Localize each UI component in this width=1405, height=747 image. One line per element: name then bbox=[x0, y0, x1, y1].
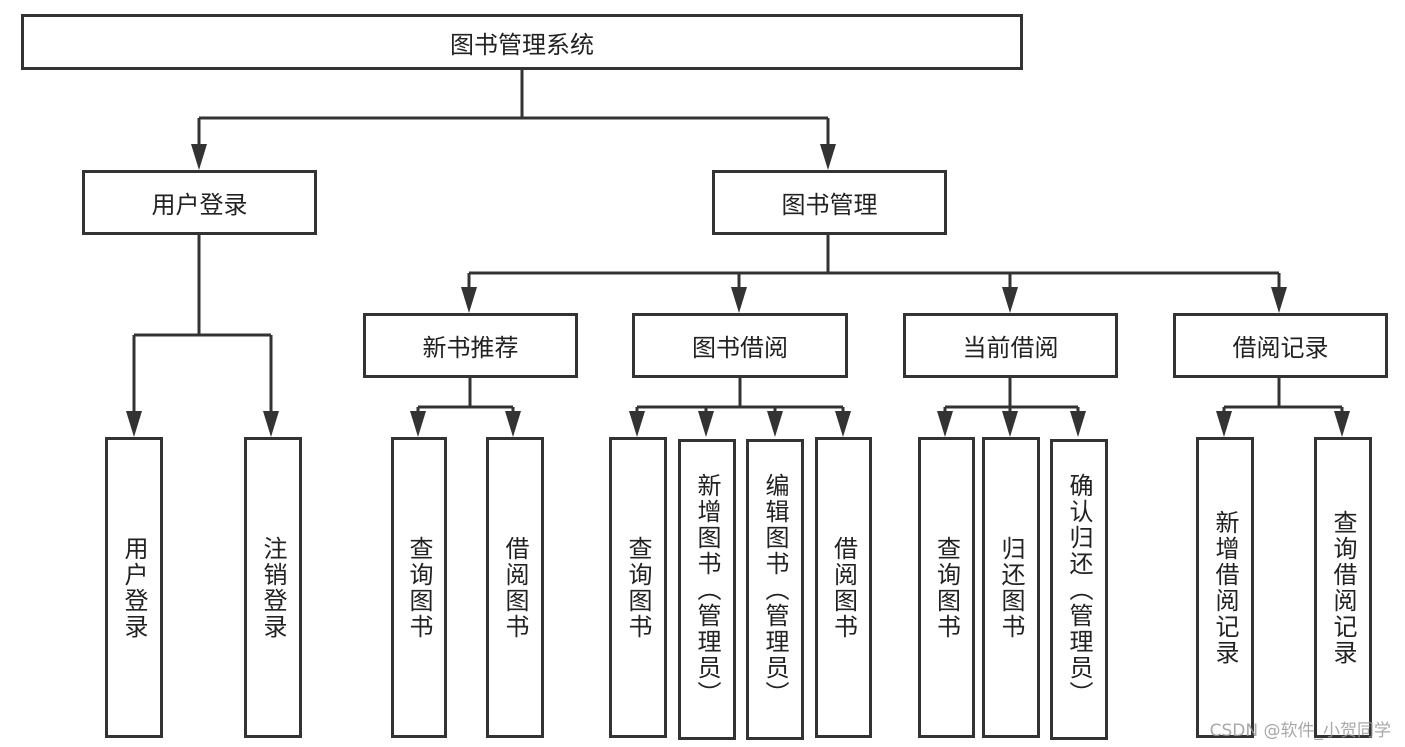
arrow-head-icon bbox=[698, 411, 714, 437]
arrow-head-icon bbox=[410, 411, 426, 437]
arrow-head-icon bbox=[1002, 287, 1018, 313]
node-book-management: 图书管理 bbox=[712, 170, 947, 235]
leaf-borrow-books: 借阅图书 bbox=[486, 437, 544, 738]
arrow-head-icon bbox=[1334, 411, 1350, 437]
leaf-borrow-books: 借阅图书 bbox=[815, 437, 872, 738]
leaf-label: 编辑图书（管理员） bbox=[761, 472, 789, 707]
leaf-label: 注销登录 bbox=[259, 535, 287, 640]
arrow-head-icon bbox=[629, 411, 645, 437]
arrow-head-icon bbox=[191, 144, 207, 170]
arrow-head-icon bbox=[937, 411, 953, 437]
leaf-label: 新增图书（管理员） bbox=[693, 472, 721, 707]
leaf-query-books: 查询图书 bbox=[918, 437, 975, 738]
arrow-head-icon bbox=[820, 144, 836, 170]
leaf-query-borrow-records: 查询借阅记录 bbox=[1314, 437, 1372, 738]
leaf-return-books: 归还图书 bbox=[982, 437, 1040, 738]
arrow-head-icon bbox=[126, 411, 142, 437]
node-borrow-records: 借阅记录 bbox=[1173, 313, 1388, 378]
leaf-label: 查询图书 bbox=[932, 535, 961, 640]
leaf-label: 用户登录 bbox=[120, 535, 148, 640]
leaf-label: 归还图书 bbox=[997, 535, 1025, 640]
leaf-label: 查询图书 bbox=[405, 535, 433, 640]
leaf-query-books: 查询图书 bbox=[609, 437, 667, 738]
arrow-head-icon bbox=[461, 287, 477, 313]
arrow-head-icon bbox=[1216, 411, 1232, 437]
arrow-head-icon bbox=[767, 411, 783, 437]
arrow-head-icon bbox=[1002, 411, 1018, 437]
leaf-logout: 注销登录 bbox=[244, 437, 302, 738]
leaf-confirm-return-admin: 确认归还（管理员） bbox=[1050, 439, 1108, 740]
arrow-head-icon bbox=[505, 411, 521, 437]
leaf-label: 查询图书 bbox=[624, 535, 652, 640]
leaf-user-login: 用户登录 bbox=[105, 437, 163, 738]
node-user-login: 用户登录 bbox=[82, 170, 317, 235]
arrow-head-icon bbox=[263, 411, 279, 437]
node-new-book-recommend: 新书推荐 bbox=[363, 313, 578, 378]
node-book-borrow: 图书借阅 bbox=[632, 313, 848, 378]
leaf-label: 查询借阅记录 bbox=[1329, 509, 1357, 666]
node-root: 图书管理系统 bbox=[21, 14, 1023, 70]
leaf-label: 新增借阅记录 bbox=[1211, 509, 1239, 666]
arrow-head-icon bbox=[731, 287, 747, 313]
arrow-head-icon bbox=[1271, 287, 1287, 313]
leaf-edit-book-admin: 编辑图书（管理员） bbox=[746, 439, 804, 740]
leaf-add-book-admin: 新增图书（管理员） bbox=[678, 439, 736, 740]
node-current-borrow: 当前借阅 bbox=[903, 313, 1118, 378]
leaf-label: 确认归还（管理员） bbox=[1065, 472, 1093, 707]
arrow-head-icon bbox=[1070, 411, 1086, 437]
leaf-label: 借阅图书 bbox=[501, 535, 529, 640]
leaf-add-borrow-record: 新增借阅记录 bbox=[1196, 437, 1254, 738]
arrow-head-icon bbox=[835, 411, 851, 437]
watermark: CSDN @软件_小贺同学 bbox=[1209, 721, 1391, 741]
leaf-query-books: 查询图书 bbox=[391, 437, 447, 738]
leaf-label: 借阅图书 bbox=[829, 535, 858, 640]
